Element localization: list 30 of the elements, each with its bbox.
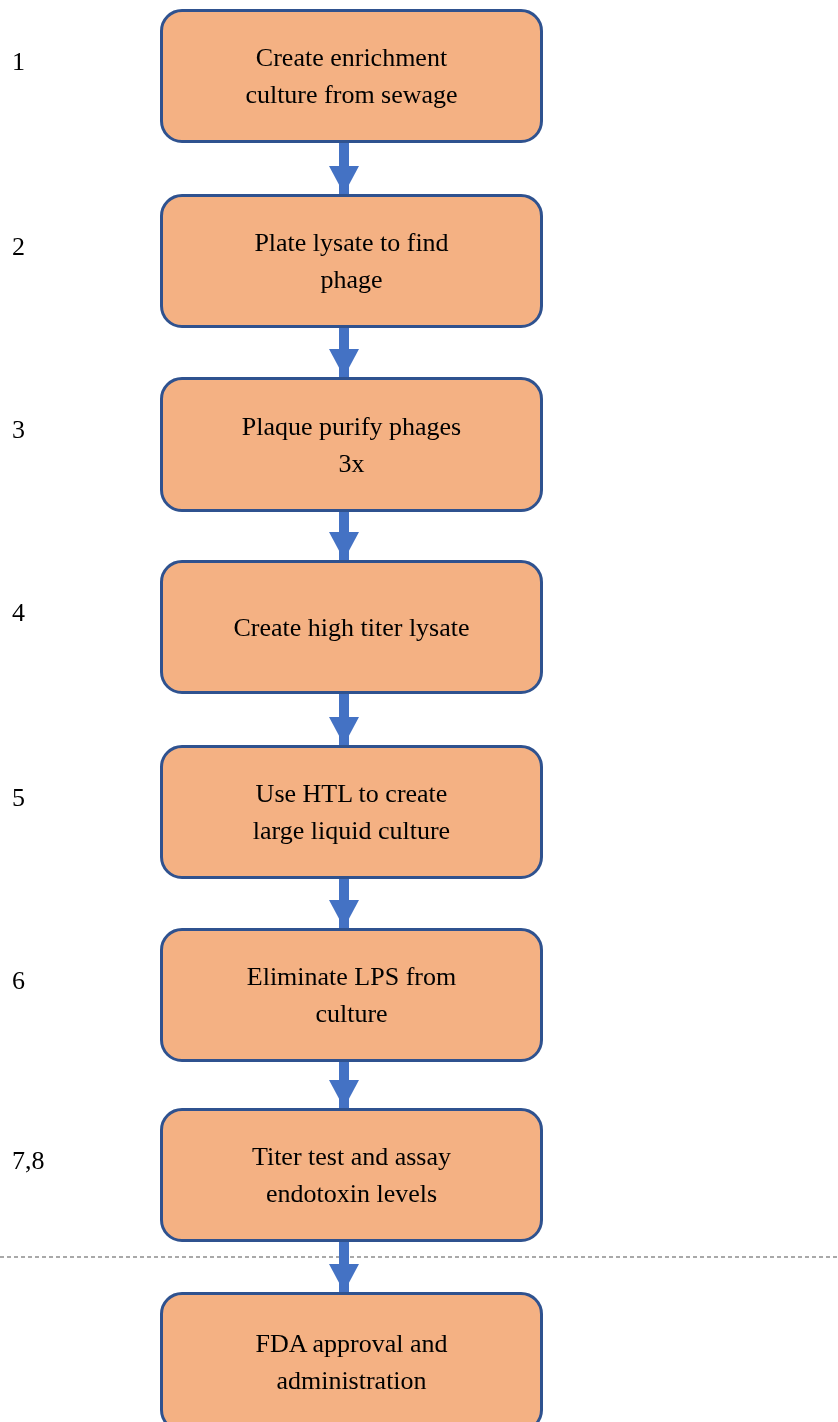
process-box: [160, 745, 543, 879]
process-box: [160, 928, 543, 1062]
process-box: [160, 194, 543, 328]
process-box: [160, 9, 543, 143]
arrow: [329, 1062, 359, 1108]
step-number: 2: [12, 232, 25, 262]
process-box: [160, 1292, 543, 1422]
step-number: 4: [12, 598, 25, 628]
arrow: [329, 879, 359, 928]
arrow: [329, 1242, 359, 1292]
step-text: Plate lysate to find phage: [253, 227, 450, 296]
arrow: [329, 328, 359, 377]
process-box: [160, 377, 543, 512]
step-number: 6: [12, 966, 25, 996]
step-number: 3: [12, 415, 25, 445]
step-number: 1: [12, 47, 25, 77]
arrow: [329, 143, 359, 194]
step-text: Create high titer lysate: [233, 611, 470, 644]
step-number: 7,8: [12, 1146, 45, 1176]
arrow: [329, 694, 359, 745]
step-text: Plaque purify phages 3x: [240, 410, 463, 480]
step-text: Titer test and assay endotoxin levels: [250, 1141, 453, 1210]
step-text: Use HTL to create large liquid culture: [251, 778, 452, 847]
process-box: [160, 560, 543, 694]
step-text: Create enrichment culture from sewage: [244, 42, 459, 111]
arrow: [329, 512, 359, 560]
process-box: [160, 1108, 543, 1242]
step-text: FDA approval and administration: [254, 1328, 449, 1397]
step-number: 5: [12, 783, 25, 813]
step-text: Eliminate LPS from culture: [245, 961, 458, 1030]
